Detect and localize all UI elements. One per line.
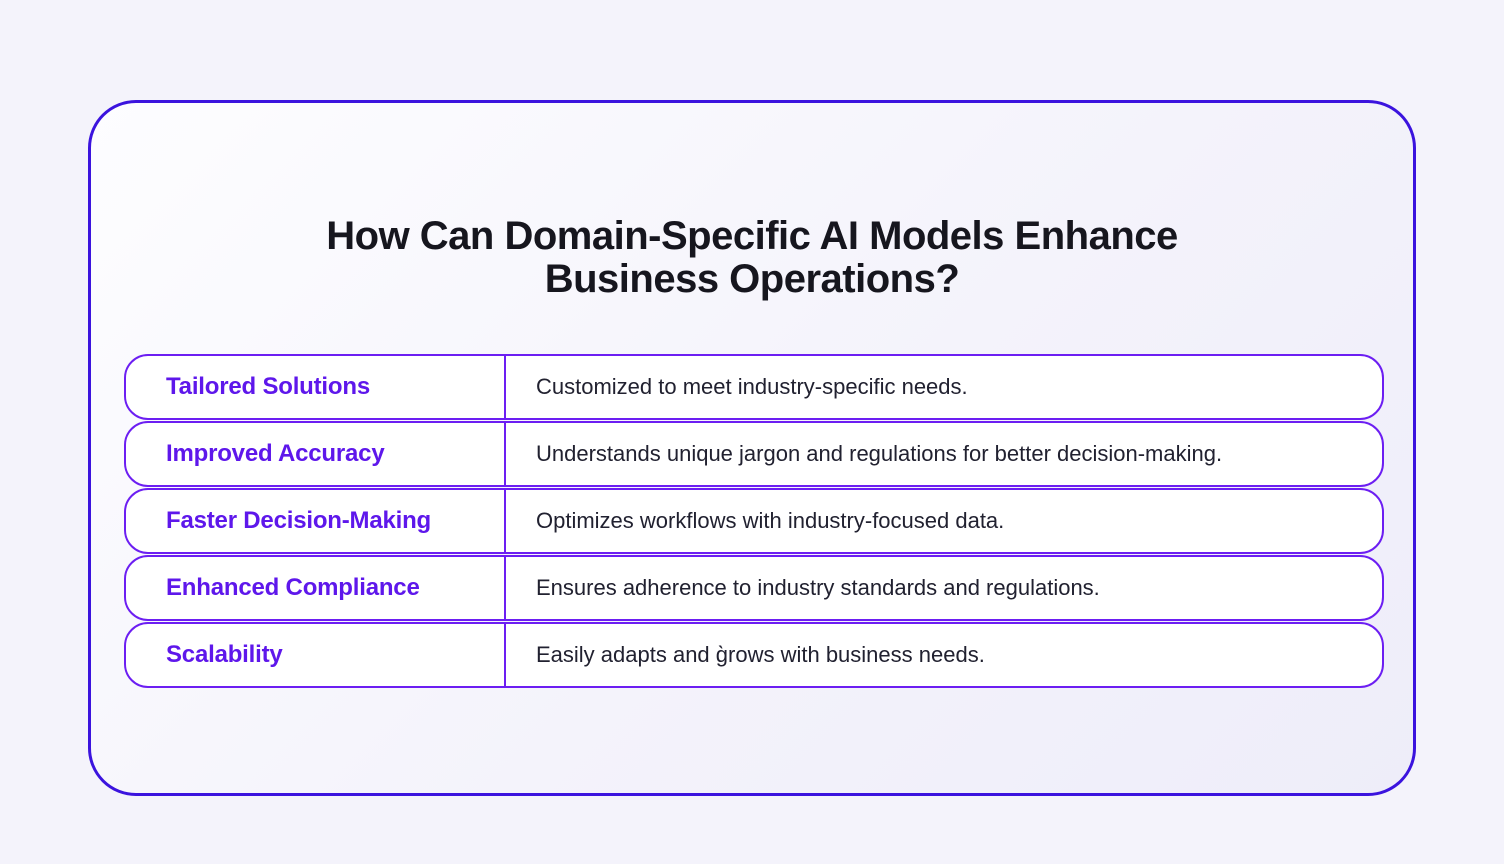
page-title: How Can Domain-Specific AI Models Enhanc… xyxy=(91,103,1413,301)
infographic-card: How Can Domain-Specific AI Models Enhanc… xyxy=(88,100,1416,796)
table-row-faster-decision-making: Faster Decision-Making Optimizes workflo… xyxy=(124,488,1384,554)
row-label: Faster Decision-Making xyxy=(126,490,506,552)
row-description: Easily adapts and g̀rows with business n… xyxy=(536,642,985,667)
feature-table: Tailored Solutions Customized to meet in… xyxy=(124,354,1384,688)
table-row-scalability: Scalability Easily adapts and g̀rows wit… xyxy=(124,622,1384,688)
row-description: Understands unique jargon and regulation… xyxy=(536,441,1223,466)
table-row-enhanced-compliance: Enhanced Compliance Ensures adherence to… xyxy=(124,555,1384,621)
row-label: Enhanced Compliance xyxy=(126,557,506,619)
row-label: Improved Accuracy xyxy=(126,423,506,485)
row-label: Scalability xyxy=(126,624,506,686)
row-description: Ensures adherence to industry standards … xyxy=(536,575,1100,600)
table-row-tailored-solutions: Tailored Solutions Customized to meet in… xyxy=(124,354,1384,420)
table-row-improved-accuracy: Improved Accuracy Understands unique jar… xyxy=(124,421,1384,487)
row-description: Customized to meet industry-specific nee… xyxy=(536,374,968,399)
title-line-2: Business Operations? xyxy=(544,257,960,301)
title-line-1: How Can Domain-Specific AI Models Enhanc… xyxy=(326,214,1178,258)
row-description: Optimizes workflows with industry-focuse… xyxy=(536,508,1005,533)
row-label: Tailored Solutions xyxy=(126,356,506,418)
